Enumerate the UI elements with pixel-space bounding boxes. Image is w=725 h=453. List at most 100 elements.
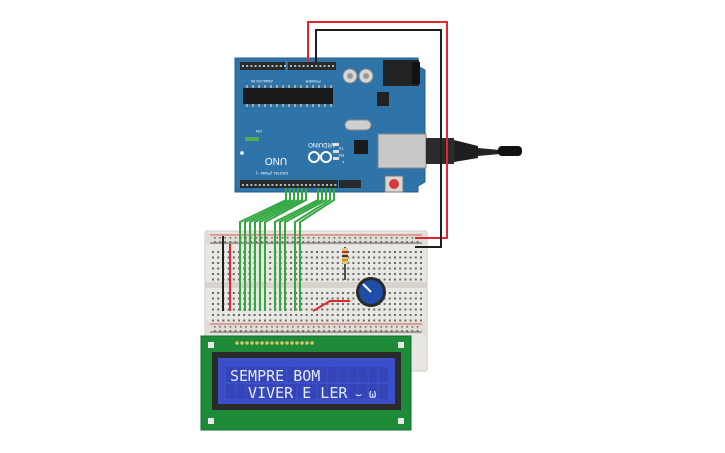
bb-rail-hole (375, 241, 377, 243)
bb-rail-hole (240, 330, 242, 332)
bb-hole (326, 297, 329, 300)
bb-hole (295, 292, 298, 294)
lcd-pin (280, 341, 284, 345)
arduino-board[interactable]: ARDUINO UNO ANALOG IN POWER DIGITAL (PWM… (234, 57, 427, 193)
bb-hole (336, 308, 339, 311)
bb-hole (388, 273, 391, 275)
bb-hole (347, 278, 350, 281)
bb-rail-hole (260, 330, 263, 332)
potentiometer-icon[interactable] (356, 277, 386, 307)
chip-leg (246, 104, 248, 107)
lcd-pin (245, 341, 249, 345)
bb-hole (420, 297, 422, 300)
header-pin (306, 65, 309, 67)
bb-rail-hole (281, 330, 284, 332)
header-pin (250, 184, 253, 186)
bb-hole (300, 267, 303, 270)
chip-leg (270, 85, 272, 88)
bb-hole (300, 292, 303, 294)
lcd-pin (240, 341, 244, 345)
bb-rail-hole (370, 330, 372, 332)
chip-leg (288, 85, 290, 88)
lcd-character-cells (226, 367, 388, 399)
bb-hole (409, 319, 412, 322)
bb-hole (295, 297, 298, 300)
bb-rail-hole (286, 326, 289, 328)
bb-hole (388, 278, 391, 281)
data-wire (259, 188, 303, 311)
bb-hole (290, 292, 292, 294)
bb-hole (310, 308, 313, 311)
bb-hole (383, 251, 386, 253)
bb-hole (404, 308, 407, 311)
header-pin (315, 65, 318, 67)
bb-rail-hole (250, 330, 252, 332)
bb-hole (253, 314, 256, 316)
bb-hole (232, 278, 235, 281)
bb-rail-hole (281, 326, 284, 328)
bb-hole (316, 262, 318, 264)
bb-hole (414, 278, 417, 281)
usb-cable-icon[interactable] (426, 138, 522, 164)
lcd-cell (277, 367, 286, 382)
bb-hole (264, 319, 266, 322)
bb-hole (394, 278, 396, 281)
lcd-pin (260, 341, 264, 345)
bb-rail-hole (292, 237, 294, 239)
bb-hole (212, 303, 214, 305)
chip-leg (270, 104, 272, 107)
bb-rail-hole (396, 241, 398, 243)
bb-hole (300, 308, 303, 311)
bb-hole (373, 256, 376, 259)
bb-rail-hole (271, 326, 273, 328)
bb-hole (305, 262, 308, 264)
lcd-cell (338, 384, 348, 399)
lcd-cell (379, 367, 388, 382)
bb-hole (316, 314, 318, 316)
bb-rail-hole (224, 237, 226, 239)
bb-rail-hole (401, 330, 403, 332)
bb-rail-hole (302, 326, 304, 328)
bb-rail-hole (406, 326, 408, 328)
bb-rail-hole (302, 330, 304, 332)
lcd-cell (246, 384, 256, 399)
bb-hole (373, 319, 376, 322)
bb-rail-hole (401, 237, 403, 239)
bb-hole (352, 297, 355, 300)
header-pin (300, 184, 303, 186)
bb-hole (357, 314, 360, 316)
bb-hole (290, 262, 292, 264)
resistor-icon[interactable] (342, 248, 348, 264)
bb-hole (399, 273, 402, 275)
bb-hole (316, 267, 318, 270)
bb-rail-hole (245, 326, 247, 328)
bb-hole (310, 256, 313, 259)
lcd-cell (358, 367, 368, 382)
lcd-module[interactable]: SEMPRE BOM VIVER E LER ⌣ ω (200, 335, 412, 431)
bb-rail-hole (359, 241, 362, 243)
data-wires[interactable] (239, 188, 335, 311)
bb-hole (212, 297, 214, 300)
bb-hole (336, 319, 339, 322)
usb-port (377, 133, 427, 169)
bb-hole (399, 319, 402, 322)
bb-hole (404, 256, 407, 259)
bb-hole (305, 314, 308, 316)
bb-rail-hole (380, 237, 382, 239)
lcd-pin (305, 341, 309, 345)
bb-hole (290, 308, 292, 311)
lcd-cell (348, 384, 358, 399)
header-pin (313, 184, 316, 186)
bb-rail-hole (312, 241, 315, 243)
lcd-pin (265, 341, 269, 345)
bb-hole (310, 292, 313, 294)
bb-rail-hole (354, 241, 356, 243)
bb-rail-hole (266, 241, 268, 243)
power-wires[interactable] (222, 21, 448, 312)
bb-rail-hole (297, 330, 299, 332)
bb-hole (227, 251, 230, 253)
bb-hole (321, 251, 324, 253)
bb-rail-hole (416, 326, 419, 328)
lcd-cell (266, 367, 276, 382)
